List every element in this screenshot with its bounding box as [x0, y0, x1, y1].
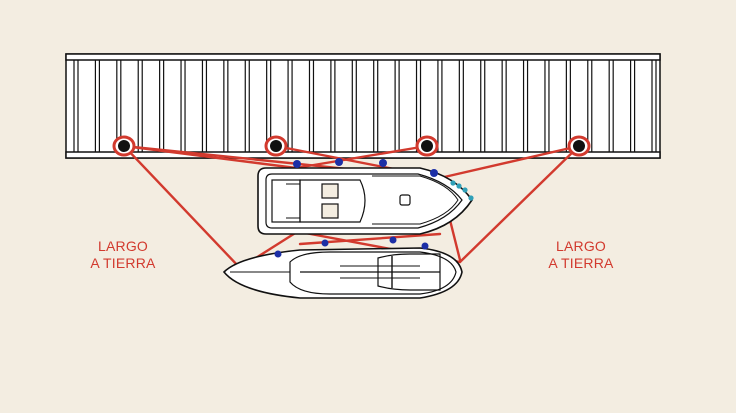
mooring-lines: [122, 144, 581, 270]
bollard-icon: [264, 135, 288, 157]
label-right-line1: LARGO: [555, 238, 606, 254]
bollard-icon: [112, 135, 136, 157]
fender-icon: [456, 183, 462, 189]
fender-icon: [450, 180, 456, 186]
line-bollard-4-to-motorboat-bow: [438, 144, 581, 180]
line-bollard-3-to-motorboat: [294, 144, 429, 170]
fender-icon: [421, 242, 429, 250]
fender-icon: [379, 159, 387, 167]
fender-icon: [468, 195, 474, 201]
fender-icon: [389, 236, 397, 244]
fender-icon: [293, 160, 301, 168]
bollard-icon: [415, 135, 439, 157]
fender-icon: [321, 239, 329, 247]
fender-icon: [335, 158, 343, 166]
bollards: [112, 135, 591, 157]
line-bollard-4-to-sailboat-bow: [458, 144, 581, 264]
sailboat-icon: [222, 247, 463, 299]
fender-icon: [430, 169, 438, 177]
fenders: [274, 158, 474, 258]
motorboat-icon: [257, 167, 473, 235]
fender-icon: [462, 187, 468, 193]
label-left-line2: A TIERRA: [90, 255, 156, 271]
line-sailboat-stern-to-bollard-1: [122, 144, 242, 270]
fender-icon: [274, 250, 282, 258]
dock: [65, 53, 661, 159]
label-largo-a-tierra-right: LARGO A TIERRA: [531, 238, 631, 272]
bollard-icon: [567, 135, 591, 157]
label-left-line1: LARGO: [97, 238, 148, 254]
label-largo-a-tierra-left: LARGO A TIERRA: [73, 238, 173, 272]
label-right-line2: A TIERRA: [548, 255, 614, 271]
